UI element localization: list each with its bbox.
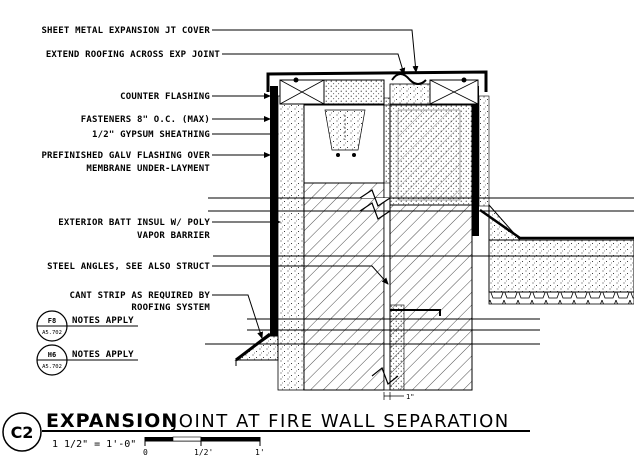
scale-bar-segment [172, 436, 202, 442]
break-mark [359, 189, 391, 207]
fastener-icon [293, 77, 299, 83]
scale-tick-half: 1/2' [194, 448, 213, 457]
break-mark [359, 202, 391, 220]
joint-filler [383, 97, 391, 184]
detail-id: C2 [11, 423, 34, 442]
ref-tag-sheet: A5.702 [42, 330, 62, 336]
scale-bar-segment [201, 437, 260, 441]
callout-notes: SHEET METAL EXPANSION JT COVER EXTEND RO… [41, 26, 220, 313]
fire-wall-right-sheathing [389, 304, 405, 391]
wall-section: 1" [205, 70, 634, 401]
nailer-center [323, 79, 385, 105]
scale-tick-0: 0 [143, 448, 148, 457]
note-batt-insul-line2: VAPOR BARRIER [137, 231, 210, 241]
detail-title-block: C2 EXPANSION JOINT AT FIRE WALL SEPARATI… [2, 410, 530, 457]
steel-angle [390, 309, 441, 316]
blocking-wedge [324, 109, 366, 151]
ref-notes-apply: NOTES APPLY [72, 316, 134, 326]
title-word-expansion: EXPANSION [46, 410, 178, 432]
fastener-icon [352, 153, 356, 157]
fastener-icon [336, 153, 340, 157]
note-sheet-metal-cover: SHEET METAL EXPANSION JT COVER [41, 26, 210, 36]
leader-lines [212, 29, 419, 339]
roof-insulation [488, 239, 634, 293]
dimension-label: 1" [406, 393, 414, 401]
note-batt-insul-line1: EXTERIOR BATT INSUL W/ POLY [58, 218, 210, 228]
scale-bar-segment [145, 437, 173, 441]
ref-tag-id: F8 [48, 317, 56, 325]
fire-wall-right-inner [397, 109, 461, 201]
detail-id-bubble [2, 412, 42, 452]
nailer-mid [389, 83, 431, 105]
ref-tag-id: H6 [48, 351, 56, 359]
note-fasteners: FASTENERS 8" O.C. (MAX) [81, 115, 210, 125]
ref-notes-apply: NOTES APPLY [72, 350, 134, 360]
break-mark [371, 367, 399, 385]
scale-tick-1: 1' [255, 448, 265, 457]
steel-deck [488, 291, 634, 305]
ref-tag-sheet: A5.702 [42, 364, 62, 370]
note-galv-flashing-line2: MEMBRANE UNDER-LAYMENT [86, 164, 210, 174]
cover-crimp [391, 73, 427, 85]
note-galv-flashing-line1: PREFINISHED GALV FLASHING OVER [41, 151, 210, 161]
right-flashing [472, 86, 479, 236]
roof-membrane [479, 208, 634, 240]
expansion-joint-cover [266, 70, 488, 92]
scale-label: 1 1/2" = 1'-0" [52, 439, 136, 450]
fastener-icon [461, 77, 467, 83]
note-gypsum-sheathing: 1/2" GYPSUM SHEATHING [92, 130, 210, 140]
note-counter-flashing: COUNTER FLASHING [120, 92, 210, 102]
note-cant-strip-line1: CANT STRIP AS REQUIRED BY [70, 291, 211, 301]
batt-insulation-left [277, 95, 305, 391]
note-extend-roofing: EXTEND ROOFING ACROSS EXP JOINT [46, 50, 221, 60]
note-cant-strip-line2: ROOFING SYSTEM [131, 303, 210, 313]
lower-roof-membrane [235, 332, 271, 362]
reference-tag: H6 A5.702 NOTES APPLY [36, 344, 138, 376]
reference-tag: F8 A5.702 NOTES APPLY [36, 310, 138, 342]
right-insulation [478, 95, 490, 207]
note-steel-angles: STEEL ANGLES, SEE ALSO STRUCT [47, 262, 210, 272]
title-remainder: JOINT AT FIRE WALL SEPARATION [171, 411, 510, 432]
